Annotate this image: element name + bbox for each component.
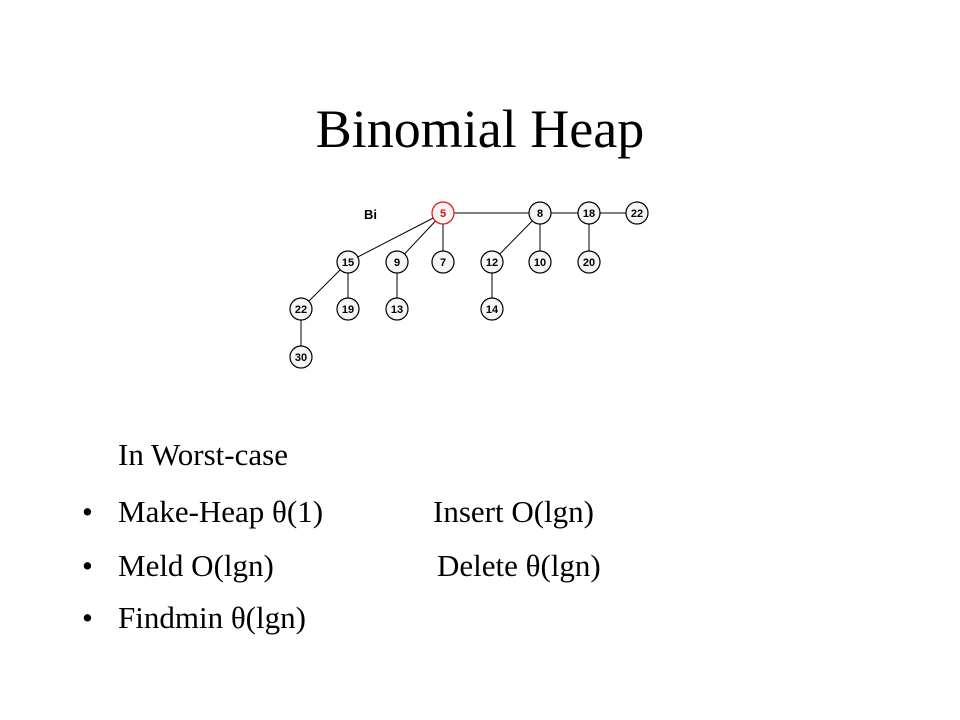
- findmin-text: Findmin θ(lgn): [118, 600, 306, 635]
- node-circle: [431, 250, 455, 274]
- node-label: 8: [537, 208, 543, 220]
- node-circle: [289, 345, 313, 369]
- node-circle: [385, 250, 409, 274]
- binomial-heap-svg: 5 8 18 22 15 9 7 12 10 20 22 19 13 14 30 Bi: [289, 201, 649, 369]
- delete-text: Delete θ(lgn): [437, 548, 601, 583]
- heap-node-n8: 8: [528, 201, 552, 225]
- node-circle: [336, 250, 360, 274]
- worst-case-heading: In Worst-case: [118, 437, 288, 472]
- node-label: 15: [342, 257, 354, 269]
- node-circle: [625, 201, 649, 225]
- node-circle: [528, 250, 552, 274]
- node-circle: [480, 297, 504, 321]
- heap-node-n9: 9: [385, 250, 409, 274]
- heap-node-n7: 7: [431, 250, 455, 274]
- bullet-marker: •: [82, 494, 93, 529]
- heap-node-n14: 14: [480, 297, 504, 321]
- heap-node-n22a: 22: [625, 201, 649, 225]
- node-circle: [431, 201, 455, 225]
- heap-node-n20: 20: [577, 250, 601, 274]
- node-label: 30: [295, 352, 307, 364]
- heap-node-n18: 18: [577, 201, 601, 225]
- heap-node-n12: 12: [480, 250, 504, 274]
- node-label: 20: [583, 257, 595, 269]
- heap-node-n30: 30: [289, 345, 313, 369]
- node-label: 22: [631, 208, 643, 220]
- binomial-heap-diagram: 5 8 18 22 15 9 7 12 10 20 22 19 13 14 30 Bi: [280, 190, 680, 380]
- node-circle: [577, 250, 601, 274]
- edge-n5-n15: [347, 212, 444, 263]
- meld-text: Meld O(lgn): [118, 548, 274, 583]
- make-heap-text: Make-Heap θ(1): [118, 494, 324, 529]
- node-label: 10: [534, 257, 546, 269]
- node-label: 5: [440, 208, 446, 220]
- bullet-marker: •: [82, 600, 93, 635]
- heap-label: Bi: [364, 207, 377, 222]
- node-circle: [336, 297, 360, 321]
- heap-node-n15: 15: [336, 250, 360, 274]
- node-circle: [480, 250, 504, 274]
- node-circle: [528, 201, 552, 225]
- heap-node-n5: 5: [431, 201, 455, 225]
- node-circle: [289, 297, 313, 321]
- edges-layer: [300, 212, 637, 357]
- node-label: 7: [440, 257, 446, 269]
- heap-node-n13: 13: [385, 297, 409, 321]
- node-circle: [385, 297, 409, 321]
- node-label: 14: [486, 304, 499, 316]
- heap-node-n10: 10: [528, 250, 552, 274]
- bullet-marker: •: [82, 548, 93, 583]
- node-label: 9: [394, 257, 400, 269]
- heap-node-n22b: 22: [289, 297, 313, 321]
- node-label: 19: [342, 304, 354, 316]
- slide-title: Binomial Heap: [315, 99, 645, 159]
- insert-text: Insert O(lgn): [433, 494, 594, 529]
- node-circle: [577, 201, 601, 225]
- node-label: 18: [583, 208, 595, 220]
- nodes-layer: 5 8 18 22 15 9 7 12 10 20 22 19 13 14 30: [289, 201, 649, 369]
- node-label: 22: [295, 304, 307, 316]
- node-label: 13: [391, 304, 403, 316]
- heap-node-n19: 19: [336, 297, 360, 321]
- node-label: 12: [486, 257, 498, 269]
